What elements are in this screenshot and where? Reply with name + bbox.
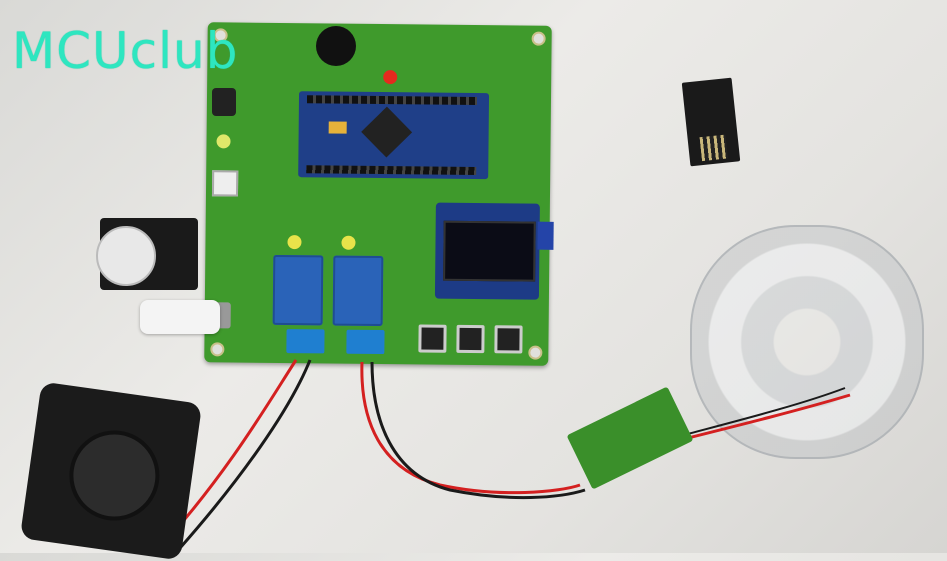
- fan-hub: [63, 424, 166, 527]
- buzzer: [316, 26, 356, 66]
- black-wire: [679, 387, 846, 437]
- black-wire: [178, 359, 312, 549]
- watermark-logo: MCUclub: [12, 22, 239, 80]
- pir-sensor-module: [96, 218, 198, 290]
- capacitor: [212, 88, 236, 116]
- red-wire: [679, 393, 851, 442]
- cooling-fan: [19, 381, 203, 561]
- esp8266-wifi-module: [681, 77, 741, 167]
- red-wire: [360, 361, 581, 495]
- pin-header: [699, 134, 728, 162]
- black-wire: [370, 361, 586, 500]
- sensor-dome: [96, 226, 156, 286]
- usb-cable: [140, 300, 220, 334]
- clear-plastic-container: [690, 225, 924, 459]
